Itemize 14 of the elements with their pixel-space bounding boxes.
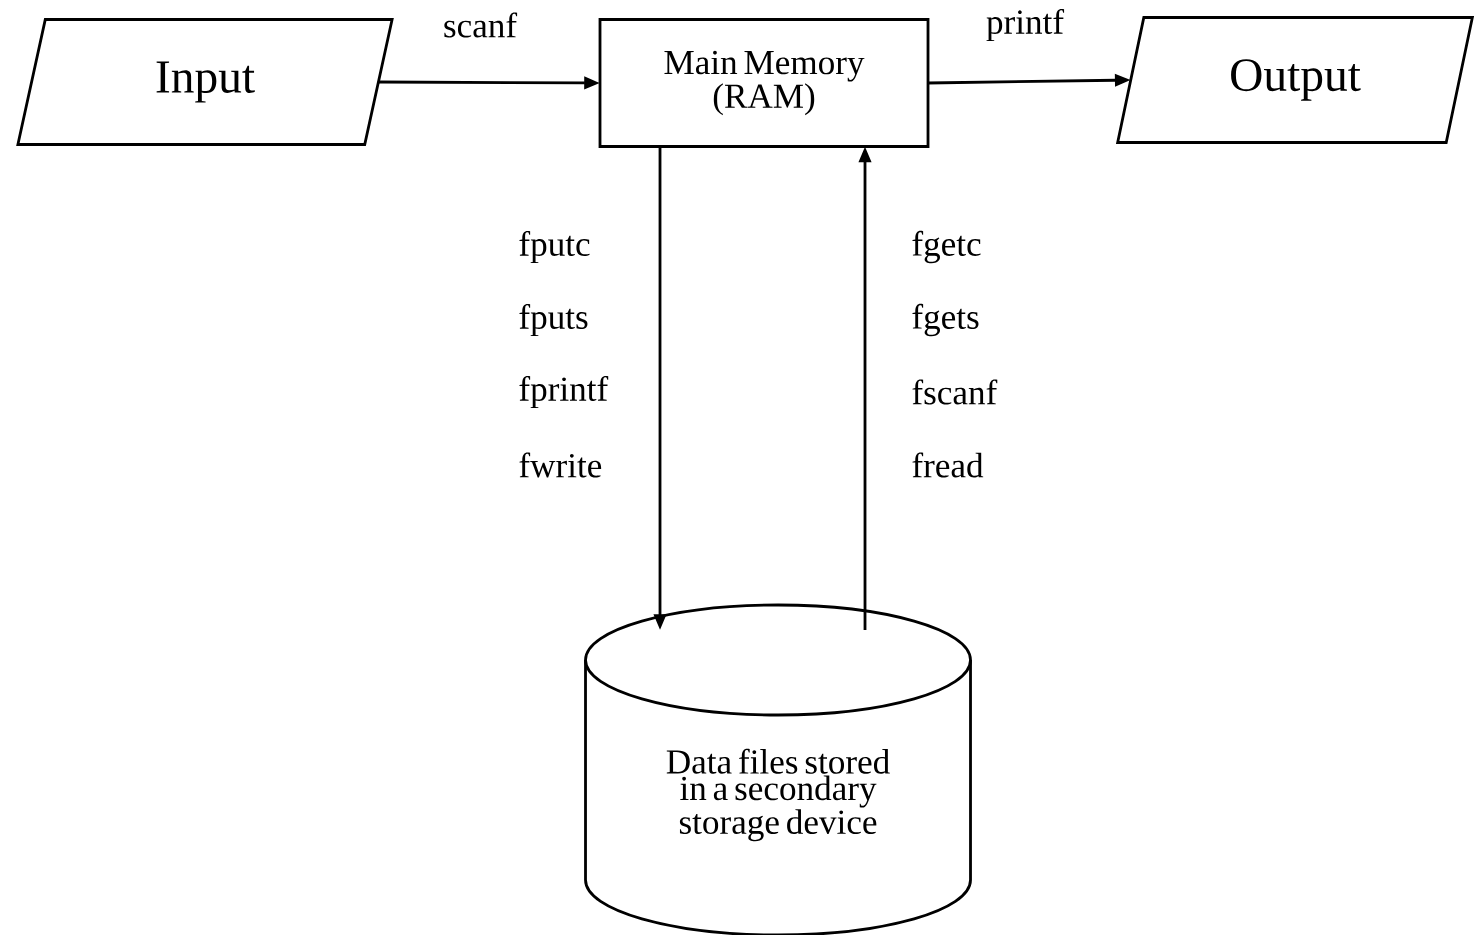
edge-label: scanf [444, 12, 518, 38]
memory-box: Main Memory (RAM) [598, 18, 930, 148]
function-label: fscanf [912, 379, 998, 405]
function-label: fwrite [519, 452, 602, 478]
function-label: fprintf [519, 375, 609, 409]
function-label: fputs [519, 303, 588, 337]
function-label: fgetc [912, 230, 981, 264]
storage-cylinder: Data files stored in a secondary storage device [584, 603, 972, 935]
edge-label: printf [986, 8, 1065, 42]
function-label: fgets [912, 303, 979, 337]
input-output-parallelogram: Input [16, 18, 394, 146]
function-label: fread [912, 452, 984, 478]
node-label: Data files stored in a secondary storage device [666, 748, 890, 842]
function-label: fputc [519, 230, 590, 264]
